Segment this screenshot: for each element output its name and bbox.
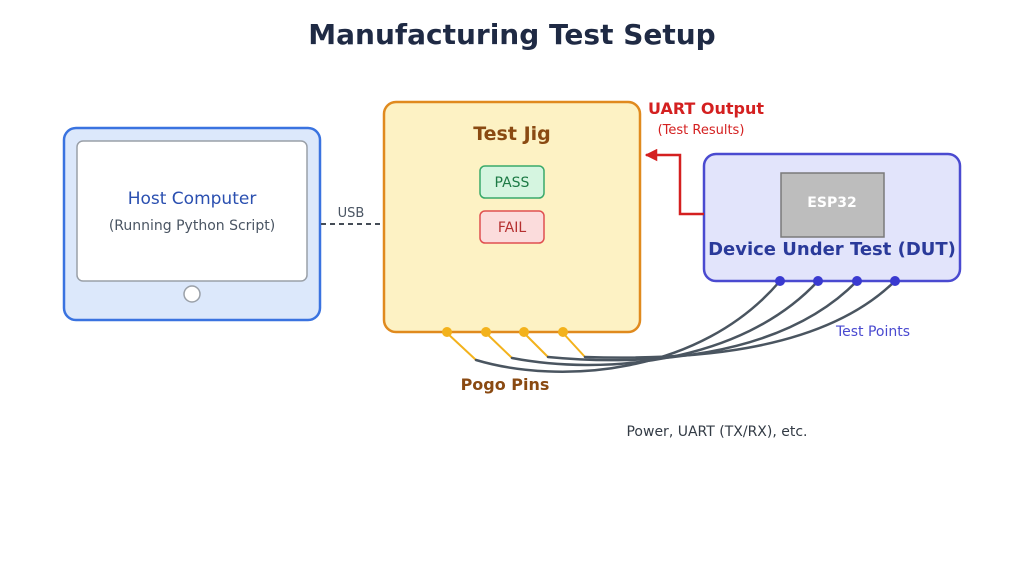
pogo-pins-label: Pogo Pins: [461, 375, 550, 394]
fail-indicator: [479, 210, 545, 244]
usb-label: USB: [338, 206, 365, 221]
esp32-chip: [780, 172, 885, 238]
test-cables: [474, 279, 897, 373]
pass-indicator: [479, 165, 545, 199]
test-cable: [474, 279, 782, 373]
test-points-label: Test Points: [835, 324, 910, 340]
pogo-pin-stub: [523, 332, 549, 358]
pogo-pin: [481, 327, 491, 337]
uart-label: UART Output: [648, 99, 764, 118]
test-jig: Test Jig PASS FAIL: [382, 100, 642, 334]
host-computer-sublabel: (Running Python Script): [109, 218, 275, 234]
pogo-pins: [442, 327, 568, 337]
device-under-test: ESP32 Device Under Test (DUT): [702, 152, 962, 283]
host-computer-button: [183, 285, 201, 303]
pass-indicator-label: PASS: [495, 175, 530, 191]
test-point: [890, 276, 900, 286]
pogo-pin: [558, 327, 568, 337]
test-cable: [583, 279, 897, 359]
pogo-pin-stubs: [446, 332, 586, 361]
esp32-chip-label: ESP32: [807, 195, 856, 211]
test-cable: [546, 279, 859, 362]
host-computer-label: Host Computer: [128, 189, 257, 209]
test-points: [775, 276, 900, 286]
test-point: [775, 276, 785, 286]
uart-arrow: [644, 148, 704, 216]
test-point: [852, 276, 862, 286]
test-point: [813, 276, 823, 286]
uart-sublabel: (Test Results): [658, 123, 745, 138]
pogo-pin-stub: [562, 332, 586, 358]
test-jig-label: Test Jig: [473, 123, 551, 145]
host-computer: Host Computer (Running Python Script): [62, 126, 322, 322]
page-title: Manufacturing Test Setup: [308, 18, 715, 51]
dut-label: Device Under Test (DUT): [708, 239, 956, 260]
signals-label: Power, UART (TX/RX), etc.: [626, 424, 807, 440]
fail-indicator-label: FAIL: [498, 220, 526, 236]
pogo-pin: [519, 327, 529, 337]
pogo-pin-stub: [485, 332, 513, 359]
pogo-pin-stub: [446, 332, 477, 361]
pogo-pin: [442, 327, 452, 337]
host-computer-screen: [76, 140, 308, 282]
